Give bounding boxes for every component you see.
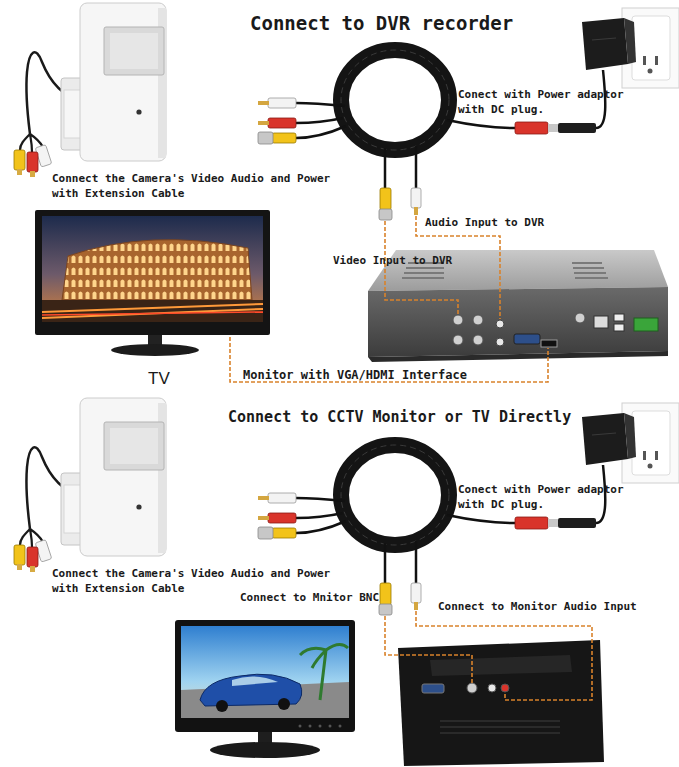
cctv-monitor-front <box>175 620 355 732</box>
section-heading: Connect to CCTV Monitor or TV Directly <box>228 408 571 428</box>
cctv-monitor-front <box>232 676 278 686</box>
cctv-monitor-back <box>467 683 477 693</box>
cctv-monitor-back <box>430 655 572 676</box>
camera-top <box>14 3 166 177</box>
dvr-recorder <box>406 267 444 269</box>
dvr-recorder <box>573 267 604 269</box>
cctv-monitor-front <box>300 644 348 700</box>
tv-monitor <box>62 240 252 300</box>
cctv-monitor-front <box>329 725 332 728</box>
dvr-recorder <box>473 335 483 345</box>
cctv-monitor-back <box>398 640 604 766</box>
tv-monitor <box>42 304 263 318</box>
tv-monitor <box>35 210 270 335</box>
cctv-monitor-back <box>440 720 560 722</box>
tv-monitor <box>42 216 263 322</box>
monitor-interface-note: Monitor with VGA/HDMI Interface <box>243 368 467 384</box>
camera-top <box>14 3 166 177</box>
dvr-recorder <box>572 262 602 264</box>
cctv-monitor-back <box>398 640 604 766</box>
cable-bottom <box>258 403 679 615</box>
section-heading: Connect to DVR recorder <box>250 11 513 36</box>
dvr-recorder <box>402 277 444 279</box>
dvr-recorder <box>453 315 463 325</box>
cctv-monitor-front <box>175 620 355 758</box>
audio-input-note: Audio Input to DVR <box>425 216 544 231</box>
dvr-recorder <box>368 351 668 362</box>
cable-bottom <box>258 403 679 615</box>
cctv-monitor-back <box>501 684 509 692</box>
cctv-monitor-front <box>309 725 312 728</box>
cctv-monitor-back <box>440 732 560 734</box>
dvr-recorder <box>541 340 557 347</box>
tv-monitor <box>35 210 270 356</box>
camera-note: Connect the Camera's Video Audio and Pow… <box>52 172 350 201</box>
orange-dashed-wiring <box>385 611 592 700</box>
dvr-recorder <box>453 313 585 345</box>
cctv-monitor-front <box>216 700 228 712</box>
dvr-recorder <box>614 314 624 321</box>
device-node: TV <box>35 210 270 390</box>
tv-monitor <box>42 312 263 315</box>
dvr-recorder <box>496 320 504 328</box>
cctv-monitor-back <box>440 720 560 734</box>
orange-dashed-wiring <box>416 216 500 319</box>
cctv-monitor-back <box>422 684 444 693</box>
orange-dashed-wiring <box>230 216 548 382</box>
dvr-recorder <box>496 338 504 346</box>
dvr-recorder <box>368 287 668 357</box>
orange-dashed-wiring <box>385 221 458 314</box>
power-note: Conect with Power adaptor with DC plug. <box>458 88 643 117</box>
dvr-recorder <box>514 334 540 344</box>
dvr-recorder <box>453 335 463 345</box>
tv-monitor <box>111 344 199 356</box>
cctv-monitor-front <box>299 725 342 728</box>
cable-top <box>258 8 679 220</box>
cable-top <box>258 8 679 220</box>
dvr-recorder <box>574 272 606 274</box>
tv-monitor <box>42 300 263 322</box>
cctv-monitor-back <box>488 684 496 692</box>
orange-dashed-wiring <box>416 611 592 700</box>
camera-bottom <box>14 398 166 572</box>
dvr-recorder <box>614 324 624 331</box>
cctv-monitor-front <box>181 626 349 718</box>
cctv-monitor-front <box>299 725 302 728</box>
power-note: Conect with Power adaptor with DC plug. <box>458 483 643 512</box>
dvr-recorder <box>594 316 608 328</box>
cctv-monitor-front <box>210 742 320 758</box>
bnc-note: Connect to Mnitor BNC <box>240 591 379 606</box>
audio-input-note: Connect to Monitor Audio Input <box>438 600 637 615</box>
cctv-monitor-front <box>278 698 290 710</box>
dvr-recorder <box>634 318 658 331</box>
dvr-recorder <box>473 315 483 325</box>
camera-bottom <box>14 398 166 572</box>
device-label: TV <box>148 368 170 390</box>
cctv-monitor-back <box>440 726 560 728</box>
dvr-recorder <box>575 277 608 279</box>
cctv-monitor-front <box>339 725 342 728</box>
dvr-recorder <box>404 272 444 274</box>
video-input-note: Video Input to DVR <box>333 254 452 269</box>
dvr-recorder <box>575 313 585 323</box>
cctv-monitor-front <box>319 725 322 728</box>
